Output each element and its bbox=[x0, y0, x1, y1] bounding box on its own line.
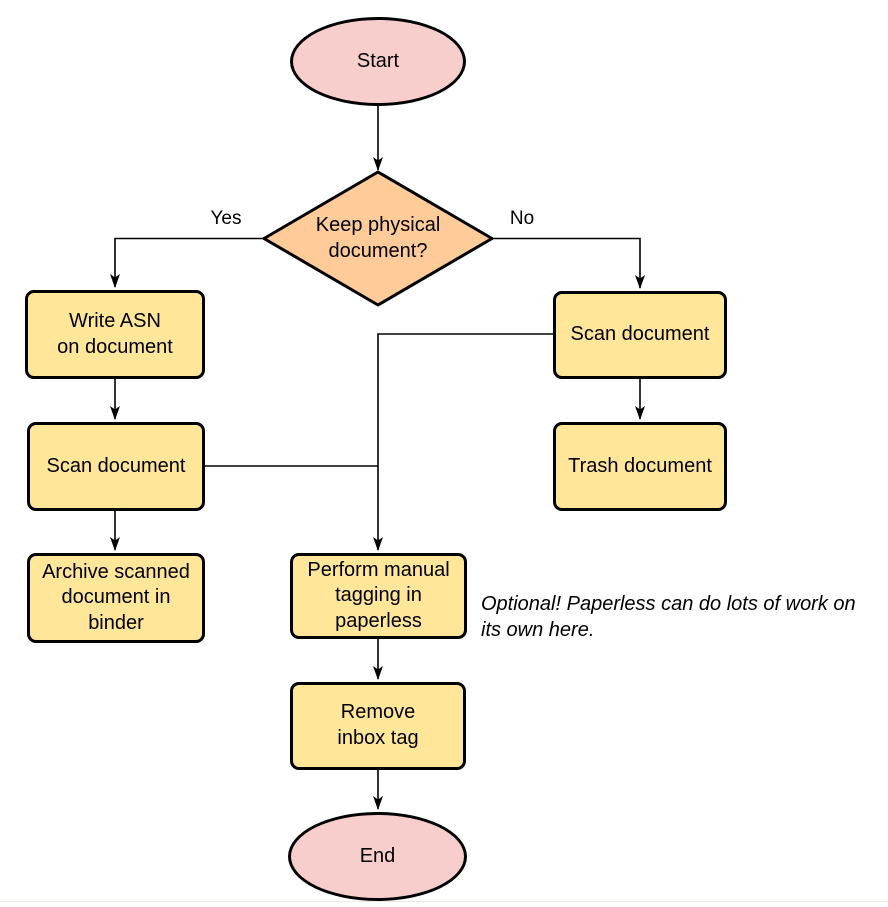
edge-label-no: No bbox=[509, 208, 535, 229]
node-archive-binder-label: Archive scanned document in binder bbox=[42, 560, 190, 634]
node-start: Start bbox=[290, 17, 466, 106]
edge-scan-right-to-perform-tagging bbox=[373, 333, 553, 551]
node-perform-tagging-label: Perform manual tagging in paperless bbox=[307, 558, 450, 632]
node-end-label: End bbox=[359, 844, 396, 867]
node-scan-document-left: Scan document bbox=[27, 422, 205, 511]
node-decision-label: Keep physical document? bbox=[315, 214, 441, 262]
node-scan-document-right: Scan document bbox=[553, 291, 727, 379]
node-end: End bbox=[288, 812, 467, 901]
annotation-optional-note: Optional! Paperless can do lots of work … bbox=[481, 593, 856, 642]
node-scan-document-left-label: Scan document bbox=[46, 454, 186, 477]
node-scan-document-right-label: Scan document bbox=[570, 323, 710, 346]
node-trash-document-label: Trash document bbox=[568, 454, 712, 477]
node-trash-document: Trash document bbox=[553, 422, 727, 511]
node-start-label: Start bbox=[356, 49, 400, 72]
edge-decision-yes-to-write-asn bbox=[110, 237, 264, 288]
bottom-divider bbox=[0, 901, 888, 902]
node-remove-inbox-tag: Remove inbox tag bbox=[290, 682, 466, 770]
node-archive-binder: Archive scanned document in binder bbox=[27, 553, 205, 643]
node-write-asn-label: Write ASN on document bbox=[57, 309, 173, 358]
edge-label-yes: Yes bbox=[210, 208, 242, 229]
node-remove-inbox-tag-label: Remove inbox tag bbox=[337, 701, 419, 749]
node-write-asn: Write ASN on document bbox=[25, 290, 205, 379]
decision-diamond-shape bbox=[262, 170, 494, 307]
node-decision: Keep physical document? bbox=[283, 177, 473, 301]
edge-decision-no-to-scan-right bbox=[492, 237, 645, 289]
node-perform-tagging: Perform manual tagging in paperless bbox=[290, 553, 467, 639]
